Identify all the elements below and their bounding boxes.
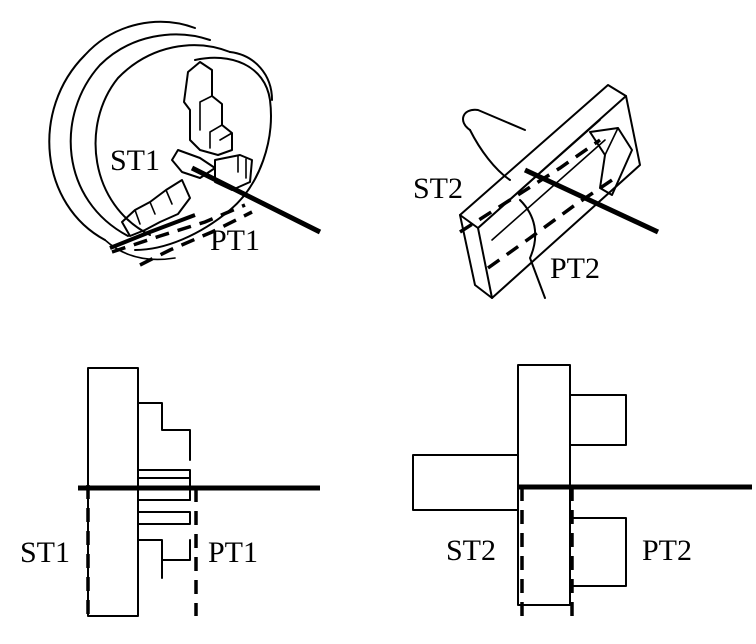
chuck-disc-middle xyxy=(69,33,211,237)
chuck-body-side xyxy=(87,367,139,617)
fixture-cylinder-side xyxy=(412,454,519,511)
lower-jaw xyxy=(121,179,191,237)
chuck-disc-outer xyxy=(48,20,196,241)
pt2-dashed-axis xyxy=(486,176,616,270)
label-st2-top: ST2 xyxy=(413,172,463,205)
upper-jaw-side xyxy=(137,402,191,461)
chuck-face-bottom xyxy=(104,239,176,261)
pt1-axis-line xyxy=(190,165,322,235)
label-st1-top: ST1 xyxy=(110,144,160,177)
pt2-axis-line xyxy=(523,167,660,235)
pt1-dashed-axis xyxy=(139,210,253,267)
upper-jaw-steps xyxy=(199,95,233,149)
fixture-clamp-upper xyxy=(569,394,627,446)
label-pt1-bottom: PT1 xyxy=(208,536,258,569)
label-pt2-top: PT2 xyxy=(550,252,600,285)
chuck-side-view: ST1 PT1 xyxy=(20,367,320,617)
label-pt1-top: PT1 xyxy=(210,224,260,257)
middle-jaw-top xyxy=(137,469,191,501)
fixture-isometric: ST2 PT2 xyxy=(413,84,660,299)
fixture-hook xyxy=(519,199,546,299)
fixture-cylinder-top xyxy=(462,108,526,131)
upper-jaw xyxy=(183,61,233,156)
fixture-plate-front-edge xyxy=(459,214,493,299)
lower-jaw-steps xyxy=(134,189,173,225)
label-st2-bottom: ST2 xyxy=(446,534,496,567)
chuck-isometric: ST1 PT1 xyxy=(48,20,322,267)
fixture-side-view: ST2 PT2 xyxy=(412,364,752,616)
fixture-clamp-edge xyxy=(604,127,619,156)
middle-jaw-bottom xyxy=(137,499,191,525)
fixture-cylinder-bottom xyxy=(469,129,511,181)
chuck-hub xyxy=(171,149,216,179)
st2-dashed-axis xyxy=(459,138,602,234)
label-st1-bottom: ST1 xyxy=(20,536,70,569)
label-pt2-bottom: PT2 xyxy=(642,534,692,567)
lower-jaw-side xyxy=(137,539,191,579)
st1-tool-edge xyxy=(109,213,196,250)
right-jaw-steps xyxy=(237,155,247,179)
chuck-face-rim xyxy=(134,56,272,251)
st1-dashed-axis xyxy=(111,203,246,254)
fixture-plate-side xyxy=(477,95,641,299)
chuck-disc-inner xyxy=(94,44,231,236)
fixture-clamp xyxy=(589,127,633,196)
fixture-clamp-lower xyxy=(569,517,627,587)
chuck-face-top xyxy=(229,51,273,101)
